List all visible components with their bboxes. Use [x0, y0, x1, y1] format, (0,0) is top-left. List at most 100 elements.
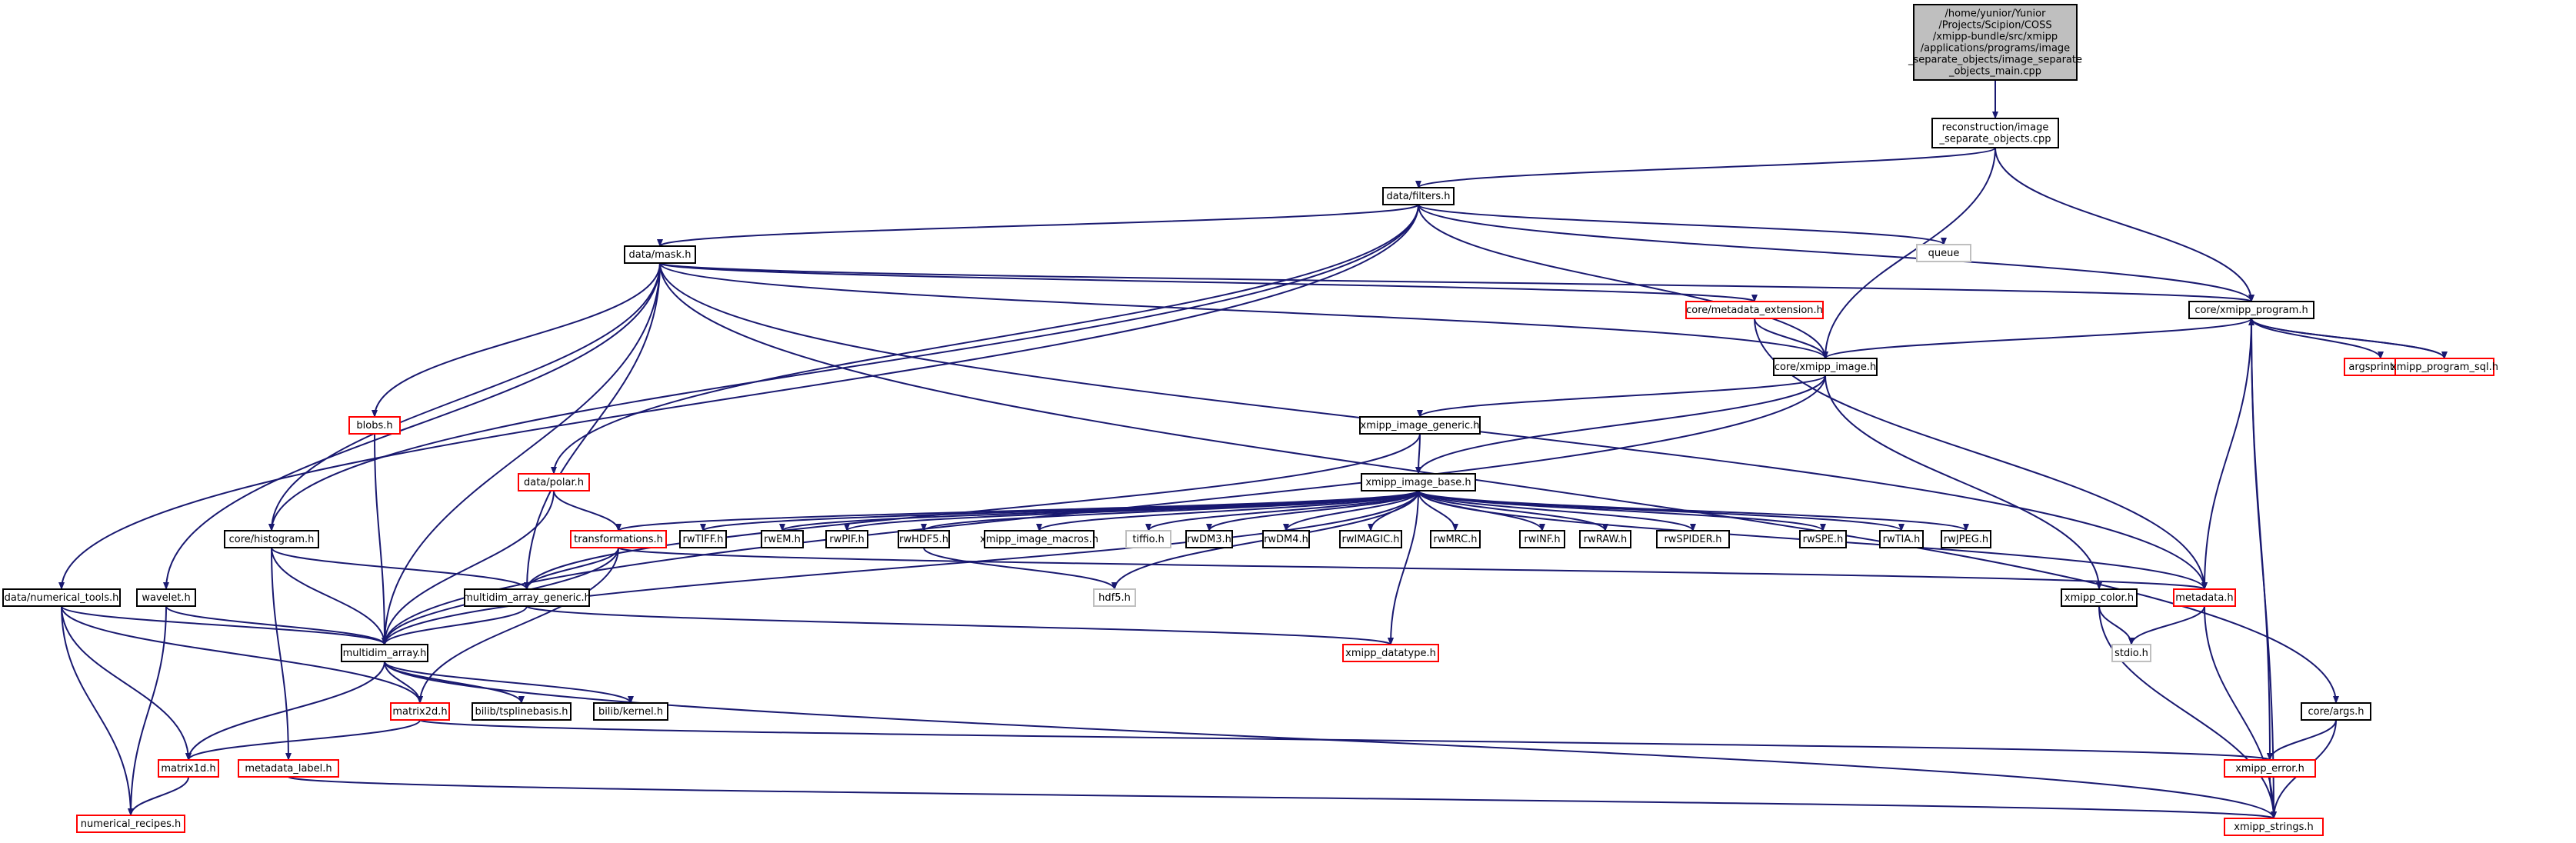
node-label-rwTIFF_h-0: rwTIFF.h — [683, 534, 724, 545]
node-rwIMAGIC_h[interactable]: rwIMAGIC.h — [1339, 530, 1402, 548]
node-rwEM_h[interactable]: rwEM.h — [761, 530, 804, 548]
node-xmipp_image_h[interactable]: core/xmipp_image.h — [1773, 358, 1878, 376]
node-label-root-3: /applications/programs/image — [1921, 43, 2070, 55]
node-label-rwINF_h-0: rwINF.h — [1524, 534, 1560, 545]
node-xmipp_datatype_h[interactable]: xmipp_datatype.h — [1342, 644, 1439, 662]
node-xmipp_image_generic_h[interactable]: xmipp_image_generic.h — [1359, 416, 1481, 435]
edge-xmipp_image_generic_h-to-xmipp_image_base_h — [1415, 433, 1422, 475]
node-image_separate_objects_cpp[interactable]: reconstruction/image_separate_objects.cp… — [1931, 118, 2059, 148]
edge-mask_h-to-blobs_h — [372, 262, 661, 418]
node-box-multidim_array_h — [341, 644, 428, 662]
node-rwRAW_h[interactable]: rwRAW.h — [1579, 530, 1631, 548]
node-label-transformations_h-0: transformations.h — [574, 534, 663, 545]
node-tsplinebasis_h[interactable]: bilib/tsplinebasis.h — [472, 702, 572, 721]
node-box-rwSPIDER_h — [1656, 530, 1730, 548]
node-label-rwHDF5_h-0: rwHDF5.h — [899, 534, 948, 545]
node-label-rwDM4_h-0: rwDM4.h — [1264, 534, 1308, 545]
node-kernel_h[interactable]: bilib/kernel.h — [593, 702, 668, 721]
node-xmipp_error_h[interactable]: xmipp_error.h — [2224, 759, 2316, 778]
edge-metadata_h-to-stdio_h — [2128, 605, 2205, 645]
node-xmipp_strings_h[interactable]: xmipp_strings.h — [2224, 818, 2324, 836]
edge-metadata_h-to-xmipp_strings_h — [2204, 605, 2277, 819]
node-rwJPEG_h[interactable]: rwJPEG.h — [1941, 530, 1991, 548]
node-label-kernel_h-0: bilib/kernel.h — [598, 706, 663, 718]
edge-args_h-to-xmipp_error_h — [2267, 719, 2337, 761]
node-xmipp_image_base_h[interactable]: xmipp_image_base.h — [1361, 473, 1476, 491]
node-box-numerical_tools_h — [2, 588, 121, 607]
node-label-numerical_tools_h-0: data/numerical_tools.h — [5, 592, 119, 604]
node-blobs_h[interactable]: blobs.h — [348, 416, 401, 435]
node-multidim_array_generic_h[interactable]: multidim_array_generic.h — [463, 588, 591, 607]
edge-mask_h-to-xmipp_image_h — [659, 262, 1828, 359]
edge-xmipp_color_h-to-xmipp_strings_h — [2098, 605, 2277, 819]
node-box-rwTIFF_h — [679, 530, 727, 548]
edge-filters_h-to-mask_h — [657, 204, 1419, 247]
node-metadata_h[interactable]: metadata.h — [2173, 588, 2236, 607]
node-box-mask_h — [624, 245, 696, 264]
edge-mask_h-to-histogram_h — [268, 262, 661, 531]
node-label-metadata_label_h-0: metadata_label.h — [245, 763, 332, 775]
node-box-xmipp_datatype_h — [1342, 644, 1439, 662]
node-root[interactable]: /home/yunior/Yunior/Projects/Scipion/COS… — [1908, 4, 2082, 81]
node-matrix2d_h[interactable]: matrix2d.h — [390, 702, 450, 721]
node-label-rwSPE_h-0: rwSPE.h — [1803, 534, 1844, 545]
edge-transformations_h-to-multidim_array_generic_h — [524, 547, 619, 590]
node-box-transformations_h — [570, 530, 667, 548]
edge-polar_h-to-multidim_array_h — [382, 490, 555, 645]
edge-transformations_h-to-metadata_h — [618, 547, 2208, 590]
edge-filters_h-to-queue — [1418, 204, 1947, 245]
node-xmipp_program_sql_h[interactable]: xmipp_program_sql.h — [2391, 358, 2498, 376]
node-histogram_h[interactable]: core/histogram.h — [224, 530, 319, 548]
node-queue: queue — [1916, 244, 1971, 262]
node-box-xmipp_image_macros_h — [984, 530, 1095, 548]
node-args_h[interactable]: core/args.h — [2301, 702, 2371, 721]
node-label-xmipp_color_h-0: xmipp_color.h — [2064, 592, 2134, 604]
edge-xmipp_image_h-to-xmipp_image_base_h — [1415, 375, 1826, 475]
node-wavelet_h[interactable]: wavelet.h — [136, 588, 196, 607]
node-multidim_array_h[interactable]: multidim_array.h — [341, 644, 428, 662]
node-xmipp_program_h[interactable]: core/xmipp_program.h — [2188, 301, 2314, 319]
node-numerical_tools_h[interactable]: data/numerical_tools.h — [2, 588, 121, 607]
node-transformations_h[interactable]: transformations.h — [570, 530, 667, 548]
node-rwINF_h[interactable]: rwINF.h — [1519, 530, 1565, 548]
node-polar_h[interactable]: data/polar.h — [518, 473, 590, 491]
edge-xmipp_image_h-to-xmipp_image_generic_h — [1417, 375, 1826, 418]
edge-xmipp_image_base_h-to-rwTIA_h — [1418, 490, 1905, 531]
node-filters_h[interactable]: data/filters.h — [1382, 187, 1455, 205]
node-rwDM4_h[interactable]: rwDM4.h — [1262, 530, 1310, 548]
edge-xmipp_program_h-to-xmipp_image_h — [1822, 318, 2252, 359]
edge-polar_h-to-transformations_h — [553, 490, 622, 531]
node-rwDM3_h[interactable]: rwDM3.h — [1185, 530, 1233, 548]
node-label-multidim_array_generic_h-0: multidim_array_generic.h — [463, 592, 591, 604]
edge-xmipp_image_base_h-to-xmipp_image_macros_h — [1036, 490, 1419, 531]
node-rwTIA_h[interactable]: rwTIA.h — [1879, 530, 1924, 548]
node-rwMRC_h[interactable]: rwMRC.h — [1430, 530, 1481, 548]
edge-multidim_array_h-to-matrix2d_h — [384, 661, 423, 704]
edge-multidim_array_h-to-matrix1d_h — [185, 661, 385, 761]
node-rwPIF_h[interactable]: rwPIF.h — [825, 530, 868, 548]
node-mask_h[interactable]: data/mask.h — [624, 245, 696, 264]
node-label-xmipp_image_generic_h-0: xmipp_image_generic.h — [1361, 420, 1480, 431]
node-numerical_recipes_h[interactable]: numerical_recipes.h — [76, 815, 185, 833]
node-box-xmipp_color_h — [2061, 588, 2138, 607]
node-metadata_extension_h[interactable]: core/metadata_extension.h — [1685, 301, 1824, 319]
node-label-metadata_extension_h-0: core/metadata_extension.h — [1686, 305, 1823, 316]
node-rwHDF5_h[interactable]: rwHDF5.h — [898, 530, 950, 548]
node-label-xmipp_program_h-0: core/xmipp_program.h — [2194, 305, 2308, 316]
edge-wavelet_h-to-multidim_array_h — [165, 605, 388, 645]
node-matrix1d_h[interactable]: matrix1d.h — [158, 759, 219, 778]
node-metadata_label_h[interactable]: metadata_label.h — [238, 759, 339, 778]
node-rwTIFF_h[interactable]: rwTIFF.h — [679, 530, 727, 548]
node-xmipp_color_h[interactable]: xmipp_color.h — [2061, 588, 2138, 607]
node-rwSPE_h[interactable]: rwSPE.h — [1799, 530, 1847, 548]
edge-filters_h-to-histogram_h — [268, 204, 1419, 531]
node-box-wavelet_h — [136, 588, 196, 607]
node-stdio_h: stdio.h — [2111, 644, 2151, 662]
node-rwSPIDER_h[interactable]: rwSPIDER.h — [1656, 530, 1730, 548]
edge-mask_h-to-multidim_array_h — [382, 262, 661, 645]
node-xmipp_image_macros_h[interactable]: xmipp_image_macros.h — [980, 530, 1098, 548]
node-box-tiffio_h — [1125, 530, 1171, 548]
edge-xmipp_image_h-to-xmipp_color_h — [1825, 375, 2102, 590]
node-label-polar_h-0: data/polar.h — [524, 477, 584, 488]
node-label-matrix1d_h-0: matrix1d.h — [161, 763, 215, 775]
